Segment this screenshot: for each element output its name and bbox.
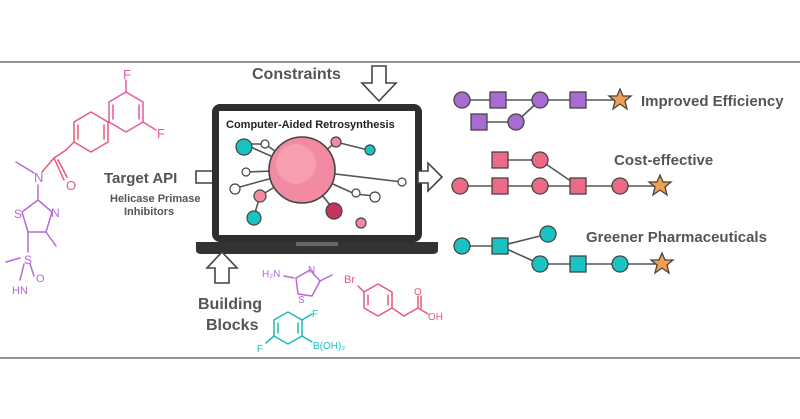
screen-node-crimson [325, 202, 343, 220]
efficiency-node-3 [531, 91, 549, 109]
constraints-label: Constraints [252, 66, 341, 83]
greener-label: Greener Pharmaceuticals [586, 229, 767, 246]
constraints-arrow [360, 65, 398, 103]
output-arrow [417, 161, 444, 193]
screen-node-pink-1 [253, 189, 267, 203]
fluorine-label-top: F [123, 67, 131, 82]
oxygen-label-sulfoximine: O [36, 273, 45, 285]
greener-node-5 [569, 255, 587, 273]
aminothiazole-n-label: N [308, 265, 315, 276]
greener-node-3 [539, 225, 557, 243]
laptop-base [196, 242, 438, 254]
efficiency-node-5 [470, 113, 488, 131]
hydroxyl-label: OH [428, 312, 443, 323]
screen-node-small-4 [397, 177, 407, 187]
oxygen-label: O [66, 178, 76, 193]
difluorophenyl-ring [108, 91, 144, 133]
cost-node-2 [491, 177, 509, 195]
screen-node-teal-3 [364, 144, 376, 156]
carbonyl-oxygen-label: O [414, 287, 422, 298]
efficiency-node-2 [489, 91, 507, 109]
imine-label: HN [12, 285, 28, 297]
building-blocks-arrow [205, 250, 239, 284]
amine-label: H₂N [262, 269, 280, 280]
greener-node-1 [453, 237, 471, 255]
bromine-label: Br [344, 274, 355, 286]
aminothiazole-s-label: S [298, 295, 305, 306]
screen-node-pink-2 [330, 136, 342, 148]
screen-node-small-2 [241, 167, 251, 177]
screen-node-pink-3 [355, 217, 367, 229]
efficiency-node-4 [569, 91, 587, 109]
boronic-fluorine-top: F [312, 309, 318, 320]
screen-network [229, 136, 407, 229]
screen-title: Computer-Aided Retrosynthesis [226, 119, 395, 131]
efficiency-node-1 [453, 91, 471, 109]
greener-node-2 [491, 237, 509, 255]
laptop-hinge [296, 242, 338, 246]
target-molecule: F F O N N S S [5, 67, 165, 297]
building-label-line1: Building [198, 296, 262, 313]
phenyl-ring [73, 111, 109, 153]
greener-star [649, 251, 675, 275]
pathway-cost-effective [451, 151, 673, 197]
improved-efficiency-label: Improved Efficiency [641, 93, 784, 110]
aminothiazole-ring [295, 269, 321, 297]
hub-highlight [276, 144, 316, 184]
screen-node-small-6 [369, 191, 381, 203]
cost-node-6 [491, 151, 509, 169]
cost-node-1 [451, 177, 469, 195]
cost-node-3 [531, 177, 549, 195]
building-label-line2: Blocks [206, 317, 259, 334]
nitrogen-label-ring: N [51, 206, 60, 220]
bromophenylacetic-acid-molecule: Br O OH [344, 274, 443, 323]
thiazole-ring [21, 199, 53, 233]
screen-node-teal-2 [246, 210, 262, 226]
helicase-label-line1: Helicase Primase [110, 193, 201, 205]
efficiency-node-6 [507, 113, 525, 131]
boronic-fluorine-left: F [257, 344, 263, 355]
pathway-improved-efficiency [453, 87, 633, 131]
cost-star [647, 173, 673, 197]
boronic-acid-molecule: F F B(OH)₂ [257, 309, 345, 355]
cost-node-7 [531, 151, 549, 169]
greener-node-6 [611, 255, 629, 273]
boronic-acid-label: B(OH)₂ [313, 341, 345, 352]
screen-node-small-5 [351, 188, 361, 198]
screen-node-small-1 [260, 139, 270, 149]
aminothiazole-molecule: H₂N N S [262, 265, 333, 306]
helicase-label-line2: Inhibitors [124, 206, 174, 218]
target-api-label: Target API [104, 170, 177, 187]
screen-node-small-3 [229, 183, 241, 195]
greener-node-4 [531, 255, 549, 273]
cost-effective-label: Cost-effective [614, 152, 713, 169]
pathway-greener [453, 225, 675, 275]
sulfur-label-sulfoximine: S [24, 253, 32, 267]
cost-node-4 [569, 177, 587, 195]
sulfur-label-ring: S [14, 207, 22, 221]
cost-node-5 [611, 177, 629, 195]
fluorine-label-right: F [157, 126, 165, 141]
screen-node-teal-1 [235, 138, 253, 156]
nitrogen-label-amide: N [34, 170, 43, 185]
efficiency-star [607, 87, 633, 111]
